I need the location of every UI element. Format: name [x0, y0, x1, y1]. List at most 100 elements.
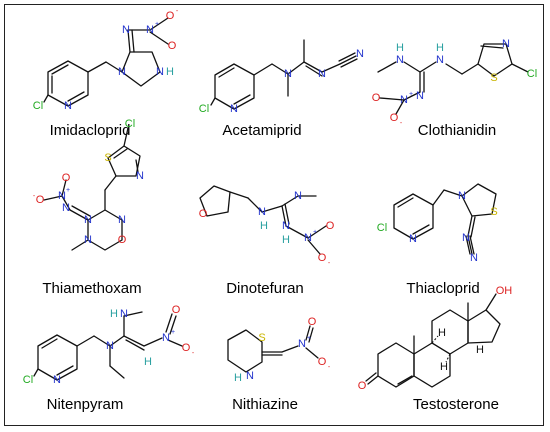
- atom-n: N: [502, 38, 510, 50]
- compound-name: Imidacloprid: [50, 122, 131, 139]
- atom-o: O: [390, 112, 399, 124]
- atom-n: N: [64, 100, 72, 112]
- atom-n: N: [84, 234, 92, 246]
- charge-minus: -: [328, 260, 331, 267]
- charge-plus: +: [307, 335, 311, 342]
- charge-minus: -: [33, 193, 36, 200]
- atom-h: H: [234, 372, 242, 384]
- atom-h: H: [436, 42, 444, 54]
- atom-o: O: [172, 304, 181, 316]
- atom-cl: Cl: [377, 222, 387, 234]
- structure-nithiazine: S N H N + O O -: [227, 316, 331, 384]
- atom-h: H: [110, 308, 118, 320]
- atom-cl: Cl: [33, 100, 43, 112]
- atom-n: N: [106, 340, 114, 352]
- atom-o: O: [318, 252, 327, 264]
- atom-o: O: [168, 40, 177, 52]
- atom-o: O: [199, 208, 208, 220]
- atom-n: N: [118, 66, 126, 78]
- charge-plus: +: [66, 187, 70, 194]
- atom-h: H: [476, 344, 484, 356]
- compound-name: Testosterone: [413, 396, 499, 413]
- atom-o: O: [326, 220, 335, 232]
- atom-n: N: [62, 202, 70, 214]
- atom-n: N: [436, 54, 444, 66]
- atom-h: H: [260, 220, 268, 232]
- atom-h: H: [166, 66, 174, 78]
- atom-n: N: [356, 48, 364, 60]
- figure-frame: [4, 4, 544, 426]
- atom-h: H: [282, 234, 290, 246]
- atom-n: N: [294, 190, 302, 202]
- compound-name: Nithiazine: [232, 396, 298, 413]
- atom-n: N: [409, 233, 417, 245]
- compound-name: Acetamiprid: [222, 122, 301, 139]
- atom-n: N: [258, 206, 266, 218]
- structure-thiacloprid: N S N N N Cl: [377, 183, 498, 264]
- structure-acetamiprid: N N N N Cl: [199, 39, 364, 115]
- atom-n: N: [122, 24, 130, 36]
- atom-n: N: [458, 190, 466, 202]
- atom-n: N: [470, 252, 478, 264]
- atom-n: N: [284, 68, 292, 80]
- atom-cl: Cl: [199, 103, 209, 115]
- atom-h: H: [396, 42, 404, 54]
- hydroxyl-label: OH: [496, 285, 513, 297]
- atom-s: S: [258, 332, 265, 344]
- charge-plus: +: [409, 91, 413, 98]
- charge-plus: +: [171, 329, 175, 336]
- atom-o: O: [372, 92, 381, 104]
- atom-h: H: [440, 361, 448, 373]
- atom-h: H: [438, 327, 446, 339]
- charge-minus: -: [400, 120, 403, 127]
- atom-n: N: [146, 24, 154, 36]
- compound-name: Thiamethoxam: [42, 280, 141, 297]
- atom-o: O: [318, 356, 327, 368]
- atom-cl: Cl: [125, 118, 135, 130]
- atom-n: N: [118, 214, 126, 226]
- atom-cl: Cl: [527, 68, 537, 80]
- compound-name: Thiacloprid: [406, 280, 479, 297]
- charge-minus: -: [192, 350, 195, 357]
- atom-n: N: [246, 370, 254, 382]
- atom-n: N: [162, 332, 170, 344]
- charge-minus: -: [176, 8, 179, 15]
- atom-n: N: [136, 170, 144, 182]
- compound-name: Dinotefuran: [226, 280, 304, 297]
- atom-s: S: [490, 206, 497, 218]
- atom-o: O: [36, 194, 45, 206]
- atom-n: N: [304, 232, 312, 244]
- atom-cl: Cl: [23, 374, 33, 386]
- atom-o: O: [358, 380, 367, 392]
- charge-plus: +: [155, 21, 159, 28]
- structure-nitenpyram: N N H H N + O O - N Cl: [23, 304, 195, 386]
- atom-n: N: [298, 338, 306, 350]
- atom-n: N: [462, 232, 470, 244]
- charge-plus: +: [313, 229, 317, 236]
- structure-testosterone: H H H O OH: [358, 285, 513, 392]
- structure-imidacloprid: N N H N N + O - O N Cl: [33, 8, 179, 112]
- atom-h: H: [144, 356, 152, 368]
- atom-o: O: [308, 316, 317, 328]
- atom-s: S: [490, 72, 497, 84]
- atom-n: N: [282, 220, 290, 232]
- compound-name: Clothianidin: [418, 122, 496, 139]
- atom-n: N: [318, 68, 326, 80]
- atom-n: N: [53, 374, 61, 386]
- atom-s: S: [104, 152, 111, 164]
- atom-o: O: [182, 342, 191, 354]
- atom-n: N: [84, 214, 92, 226]
- atom-o: O: [166, 10, 175, 22]
- compound-name: Nitenpyram: [47, 396, 124, 413]
- atom-o: O: [118, 234, 127, 246]
- atom-n: N: [156, 66, 164, 78]
- atom-n: N: [396, 54, 404, 66]
- atom-n: N: [416, 90, 424, 102]
- structure-thiamethoxam: N N N O N N + O - O S N Cl: [33, 118, 144, 251]
- atom-n: N: [230, 103, 238, 115]
- charge-minus: -: [328, 364, 331, 371]
- atom-o: O: [62, 172, 71, 184]
- structure-clothianidin: N H N H N N + O O - N S Cl: [372, 38, 537, 127]
- structure-dinotefuran: O N H N N H N + O O -: [199, 185, 335, 267]
